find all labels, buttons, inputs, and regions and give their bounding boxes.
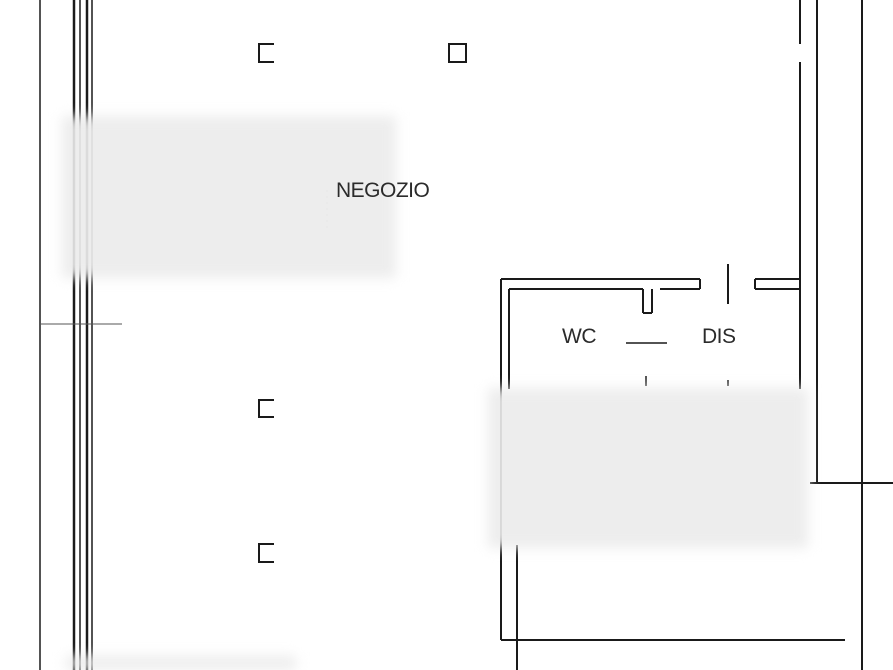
room-label-dis: DIS bbox=[702, 325, 736, 348]
lower-right-walls bbox=[501, 483, 863, 670]
structural-columns bbox=[258, 43, 467, 563]
room-label-wc: WC bbox=[562, 325, 597, 348]
left-exterior-wall bbox=[39, 0, 93, 670]
redacted-area bbox=[66, 656, 296, 670]
redacted-area bbox=[488, 388, 808, 548]
room-label-negozio: NEGOZIO bbox=[336, 179, 430, 202]
redacted-area bbox=[62, 116, 396, 278]
right-exterior-wall bbox=[799, 0, 893, 484]
